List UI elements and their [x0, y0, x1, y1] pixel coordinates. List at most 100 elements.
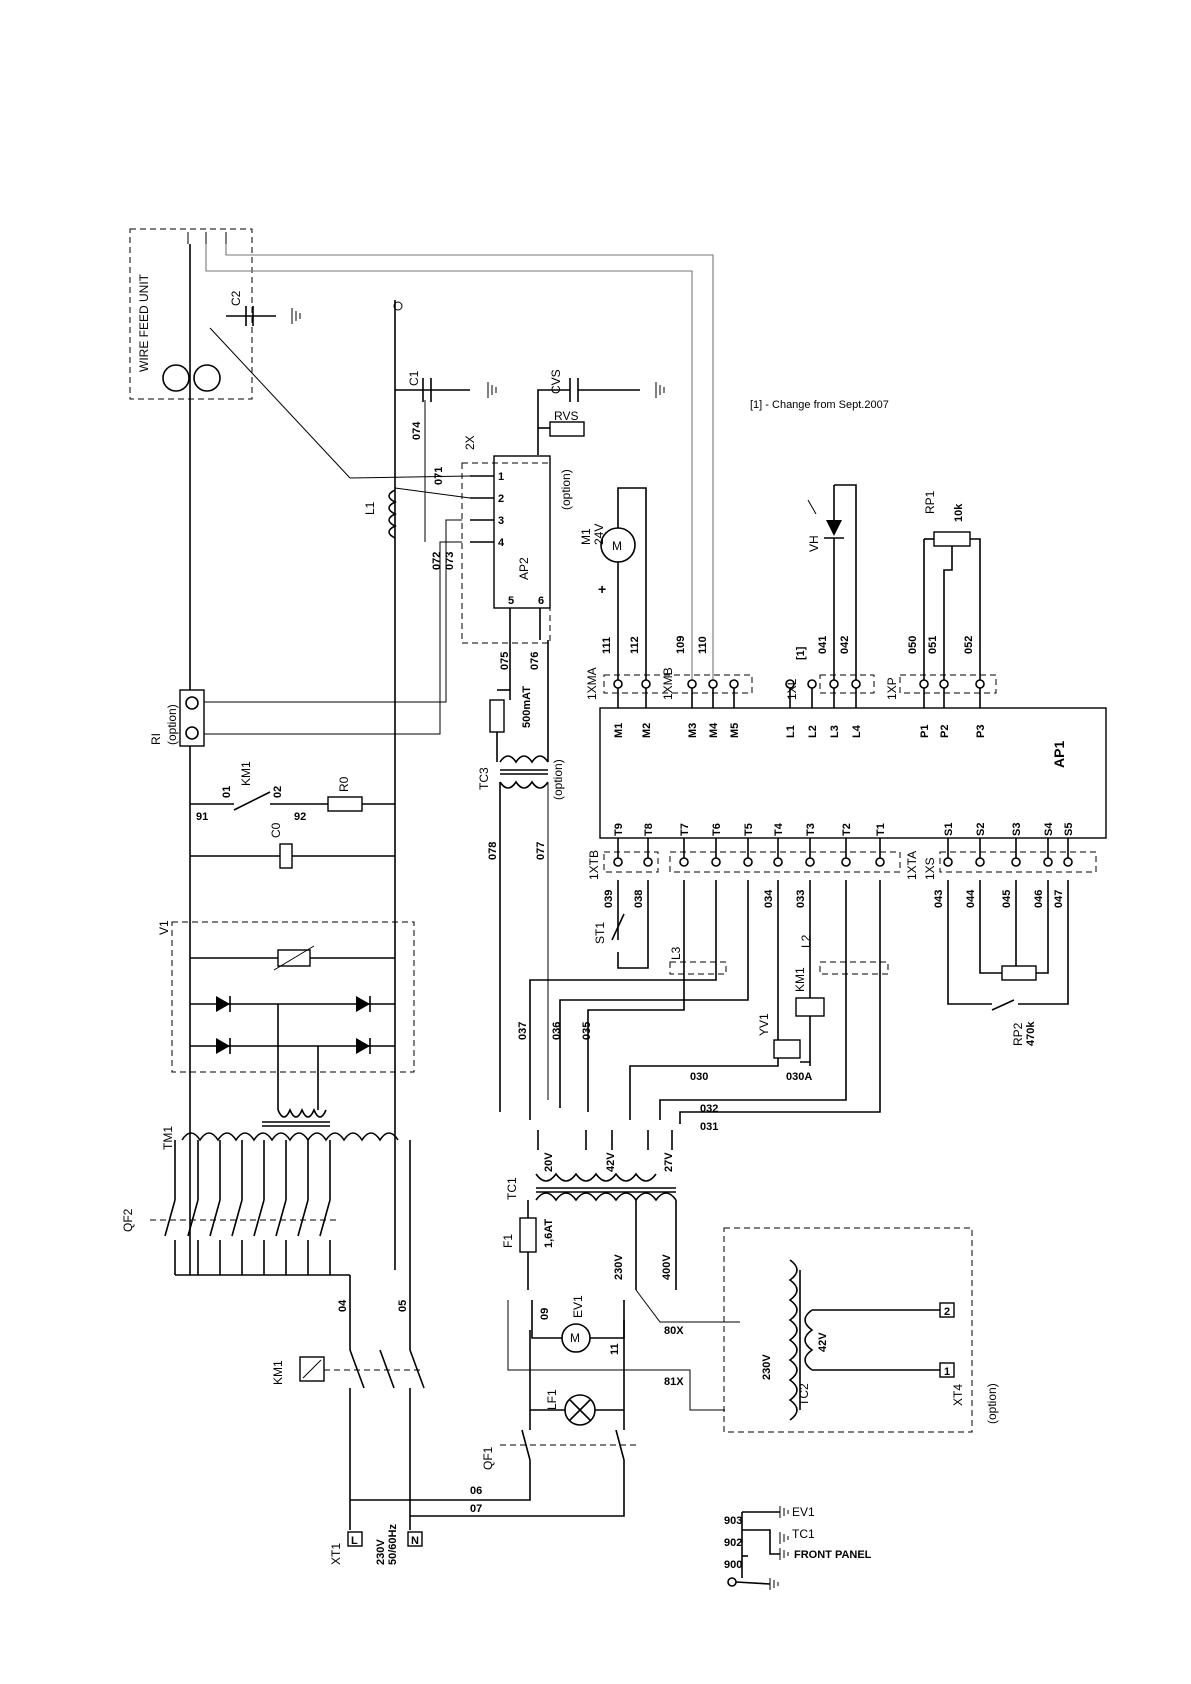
svg-text:06: 06 — [470, 1485, 482, 1497]
tm1-label: TM1 — [161, 1126, 175, 1150]
xt1-frequency: 50/60Hz — [387, 1524, 399, 1565]
wire-number-bottom: 043 — [933, 890, 945, 908]
ap1-bottom-pin-label: S4 — [1043, 822, 1055, 836]
ground-label: TC1 — [792, 1527, 815, 1541]
ap1-bottom-pin — [975, 857, 985, 867]
c1-capacitor: C1 — [393, 301, 497, 402]
ap1-bottom-pin-label: T9 — [613, 823, 625, 836]
l1-label: L1 — [363, 501, 377, 515]
ap1-bottom-pin — [1063, 857, 1073, 867]
tc2-label: TC2 — [797, 1383, 811, 1406]
ground-label: EV1 — [792, 1505, 815, 1519]
wire-number-top: 050 — [907, 636, 919, 654]
qf2-breaker: QF2 — [121, 1140, 350, 1276]
ground-wire-number: 900 — [724, 1559, 742, 1571]
wire-number-bottom: 044 — [965, 889, 977, 908]
svg-text:077: 077 — [535, 842, 547, 860]
km1-coil-label: KM1 — [271, 1360, 285, 1385]
tc1-transformer: F1 1,6AT TC1 230V 400V 20V 42V 27V — [501, 1130, 677, 1290]
ap1-bottom-pin-label: T8 — [643, 823, 655, 836]
svg-text:078: 078 — [487, 842, 499, 860]
m1-label: M1 — [579, 528, 593, 545]
svg-text:80X: 80X — [664, 1325, 684, 1337]
km1-contact-label: KM1 — [239, 761, 253, 786]
rp2-label: RP2 — [1011, 1022, 1025, 1046]
connector-1xta: 1XTA — [905, 851, 919, 880]
wire-number-top: 112 — [629, 636, 641, 654]
ap1-top-pin-label: L4 — [851, 724, 863, 738]
ri-option: RI (option) — [149, 689, 205, 747]
ap1-top-pin-label: M4 — [708, 722, 720, 738]
ap1-bottom-pin — [613, 857, 623, 867]
connector-2x-label: 2X — [463, 435, 477, 450]
wire-number-top: 111 — [601, 637, 613, 654]
svg-text:032: 032 — [700, 1103, 718, 1115]
wire-number-bottom: 038 — [633, 890, 645, 908]
f1-value: 1,6AT — [543, 1219, 555, 1248]
ap1-top-pin — [687, 679, 697, 689]
svg-text:1: 1 — [498, 471, 504, 483]
ap1-top-pin-label: M5 — [729, 723, 741, 738]
tc3-option-label: (option) — [551, 759, 565, 800]
cvs-label: CVS — [549, 369, 563, 394]
ri-option-label: (option) — [165, 704, 179, 745]
yv1-label: YV1 — [757, 1013, 771, 1036]
ap1-bottom-pin-label: S5 — [1063, 823, 1075, 836]
svg-text:09: 09 — [539, 1308, 551, 1320]
ap1-bottom-pin — [773, 857, 783, 867]
v1-label: V1 — [157, 920, 171, 935]
ap1-bottom-pin-label: T4 — [773, 822, 785, 836]
cvs-rvs-snubber: CVS RVS — [537, 369, 665, 455]
fuse-500mat: 500mAT — [521, 686, 533, 728]
lf1-ev1: LF1 M EV1 81X 09 11 — [507, 1295, 725, 1426]
wire-number-top: 109 — [675, 636, 687, 654]
tc3-transformer: 500mAT TC3 (option) 078 077 075 076 — [477, 640, 565, 1112]
ap1-bottom-pin — [643, 857, 653, 867]
ap2-option-label: (option) — [559, 469, 573, 510]
ap1-bottom-pin-label: T7 — [679, 823, 691, 836]
connector-1xs: 1XS — [923, 857, 937, 880]
ap1-top-pin — [613, 679, 623, 689]
ap1-top-pin — [641, 679, 651, 689]
wire-number-top: 051 — [927, 636, 939, 654]
ap1-top-pin — [975, 679, 985, 689]
revision-note: [1] - Change from Sept.2007 — [750, 399, 889, 411]
svg-text:02: 02 — [272, 786, 284, 798]
c0-capacitor: C0 — [190, 822, 395, 869]
lower-control: ST1 L3 L2 KM1 YV1 030 030A 032 031 037 0… — [517, 880, 1069, 1133]
ap1-top-pin — [939, 679, 949, 689]
tc2-xt4-option: 2 1 TC2 XT4 (option) 230V 42V 80X — [635, 1227, 999, 1433]
xt1-l-terminal: L — [351, 1535, 358, 1547]
rvs-label: RVS — [554, 409, 578, 423]
lf1-label: LF1 — [545, 1389, 559, 1410]
f1-label: F1 — [501, 1234, 515, 1248]
vh-led: VH — [807, 484, 857, 650]
svg-text:M: M — [570, 1331, 580, 1345]
connector-1xmb: 1XMB — [661, 667, 675, 700]
main-rails — [189, 244, 714, 1275]
svg-text:01: 01 — [221, 786, 233, 798]
ap1-bottom-pin-label: T6 — [711, 823, 723, 836]
ap2-module: AP2 (option) 1XMA 2X 12 34 56 071 072 07… — [190, 400, 573, 735]
svg-text:035: 035 — [581, 1022, 593, 1040]
ap1-bottom-pin — [875, 857, 885, 867]
l3-label: L3 — [669, 946, 683, 960]
l2-label: L2 — [799, 934, 813, 948]
svg-text:030: 030 — [690, 1071, 708, 1083]
ap1-top-pin — [807, 679, 817, 689]
ap2-label: AP2 — [517, 557, 531, 580]
svg-text:031: 031 — [700, 1121, 718, 1133]
tc3-label: TC3 — [477, 767, 491, 790]
ap1-bottom-pin — [841, 857, 851, 867]
svg-text:075: 075 — [499, 652, 511, 670]
ap1-bottom-pin-label: S3 — [1011, 823, 1023, 836]
svg-text:+: + — [598, 581, 606, 597]
svg-text:073: 073 — [444, 552, 456, 570]
xt4-terminal-2: 2 — [944, 1306, 950, 1318]
xt1-label: XT1 — [329, 1543, 343, 1565]
rp2-value: 470k — [1025, 1021, 1037, 1046]
svg-text:11: 11 — [609, 1343, 621, 1355]
ap1-top-pin-label: P3 — [975, 725, 987, 738]
